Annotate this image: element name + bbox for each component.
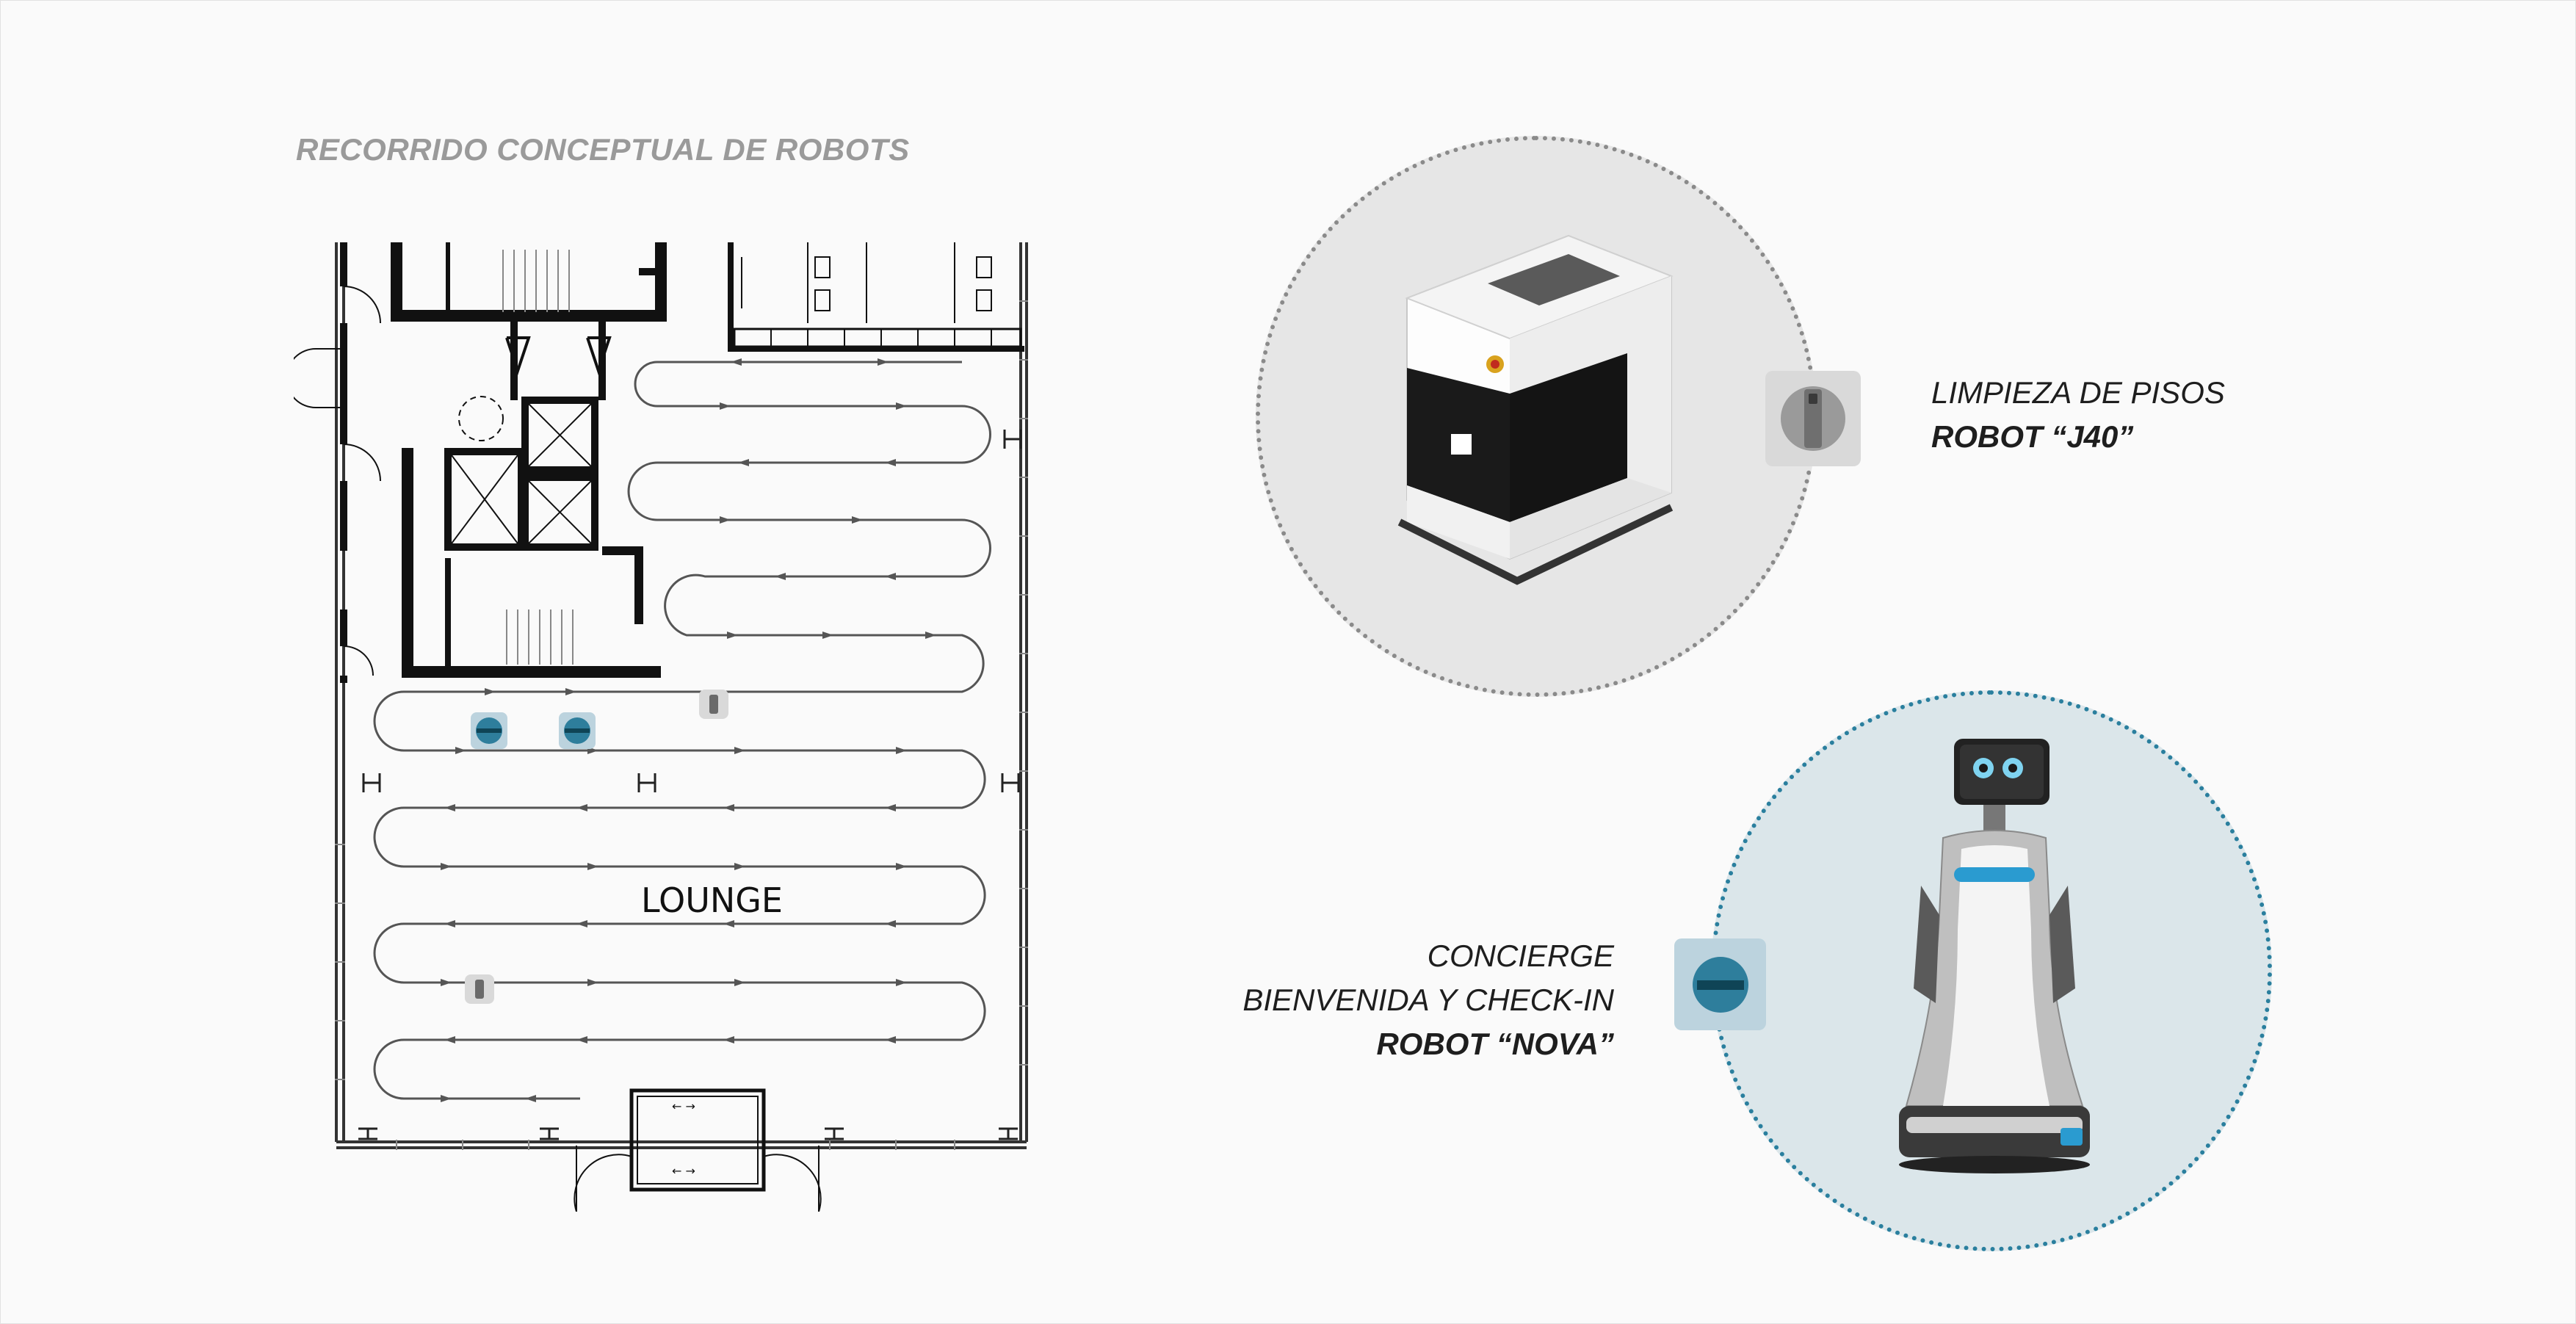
- robot-nova-description: BIENVENIDA Y CHECK-IN: [1242, 983, 1614, 1017]
- robot-j40-name: ROBOT “J40”: [1931, 419, 2134, 454]
- route-arrows: [441, 358, 936, 1102]
- svg-text:← →: ← →: [672, 1099, 695, 1113]
- robot-nova-circle: [1711, 690, 2272, 1251]
- columns: [358, 430, 1022, 1140]
- robot-j40-function: LIMPIEZA DE PISOS: [1931, 375, 2225, 410]
- mullions: [335, 300, 1028, 1150]
- cleaning-robot-marker: [699, 690, 728, 719]
- floor-plan: ← → ← → LOUNGE: [294, 242, 1028, 1212]
- page-title: RECORRIDO CONCEPTUAL DE ROBOTS: [296, 132, 910, 167]
- restrooms: [728, 242, 1024, 352]
- cleaning-robot-icon: [1765, 371, 1861, 466]
- building-core: [294, 242, 667, 683]
- robot-j40-label: LIMPIEZA DE PISOS ROBOT “J40”: [1931, 371, 2225, 459]
- room-label-lounge: LOUNGE: [641, 880, 783, 920]
- concierge-robot-marker: [471, 712, 507, 749]
- concierge-robot-marker: [559, 712, 596, 749]
- robot-j40-circle: [1256, 136, 1817, 697]
- cleaning-route: [373, 361, 991, 1100]
- concierge-robot-icon: [1674, 938, 1766, 1030]
- robot-nova-function: CONCIERGE: [1427, 938, 1614, 973]
- exterior-walls: [335, 242, 1028, 1149]
- concierge-robot-illustration: [1899, 739, 2090, 1173]
- entrance-vestibule: ← → ← →: [574, 1088, 822, 1212]
- robot-nova-label: CONCIERGE BIENVENIDA Y CHECK-IN ROBOT “N…: [1242, 934, 1614, 1066]
- svg-text:← →: ← →: [672, 1164, 695, 1178]
- robot-nova-name: ROBOT “NOVA”: [1376, 1027, 1614, 1061]
- cleaning-robot-illustration: [1397, 234, 1674, 585]
- cleaning-robot-marker: [465, 974, 494, 1004]
